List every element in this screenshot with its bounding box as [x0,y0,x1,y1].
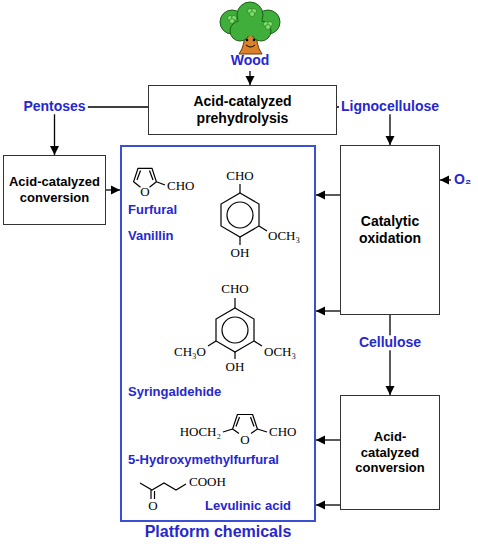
flow-arrow [106,189,120,190]
flow-arrow [389,315,390,395]
chemical-group: O [148,499,157,513]
compound-name: Furfural [128,203,177,217]
chemical-group: O [240,433,249,447]
source-label: Wood [231,53,270,68]
chemical-group: COOH [189,475,226,489]
compound-name: 5-Hydroxymethylfurfural [128,453,279,467]
group-heading: Platform chemicals [122,522,314,541]
process-box: Acid-catalyzed conversion [340,395,440,510]
flow-arrow [316,310,340,311]
flow-label: Pentoses [21,99,87,114]
flow-arrow [316,194,340,195]
chemical-group: OCH₃ [268,229,300,243]
tree-illustration [220,2,280,54]
process-box: Acid-catalyzed prehydrolysis [148,85,337,135]
chemical-group: CHO [167,179,194,193]
flow-arrow [316,504,340,505]
oxygen-arrow [440,179,451,180]
flow-arrow [316,439,340,440]
chemical-group: CHO [226,169,253,183]
box-text: Acid-catalyzed conversion [341,429,439,476]
wood-arrow [249,71,250,85]
compound-name: Vanillin [128,229,174,243]
box-text: Acid-catalyzed conversion [4,174,105,205]
chemical-structures [134,168,267,499]
chemical-group: CHO [221,282,248,296]
chemical-group: OH [231,246,250,260]
compound-name: Levulinic acid [205,499,291,513]
box-text: Catalytic oxidation [341,213,439,247]
chemical-group: CHO [269,425,296,439]
compound-name: Syringaldehide [128,385,221,399]
process-box: Catalytic oxidation [340,145,440,315]
box-text: Acid-catalyzed prehydrolysis [149,93,336,127]
chemical-group: OCH₃ [264,345,296,359]
source-label: O₂ [454,172,471,187]
chemical-group: O [140,185,149,199]
process-box: Acid-catalyzed conversion [3,155,106,225]
flow-label: Lignocellulose [339,99,441,114]
chemical-group: OH [226,360,245,374]
chemical-group: CH₃O [174,345,206,359]
flow-label: Cellulose [357,335,423,350]
chemical-group: HOCH₂ [180,425,221,439]
